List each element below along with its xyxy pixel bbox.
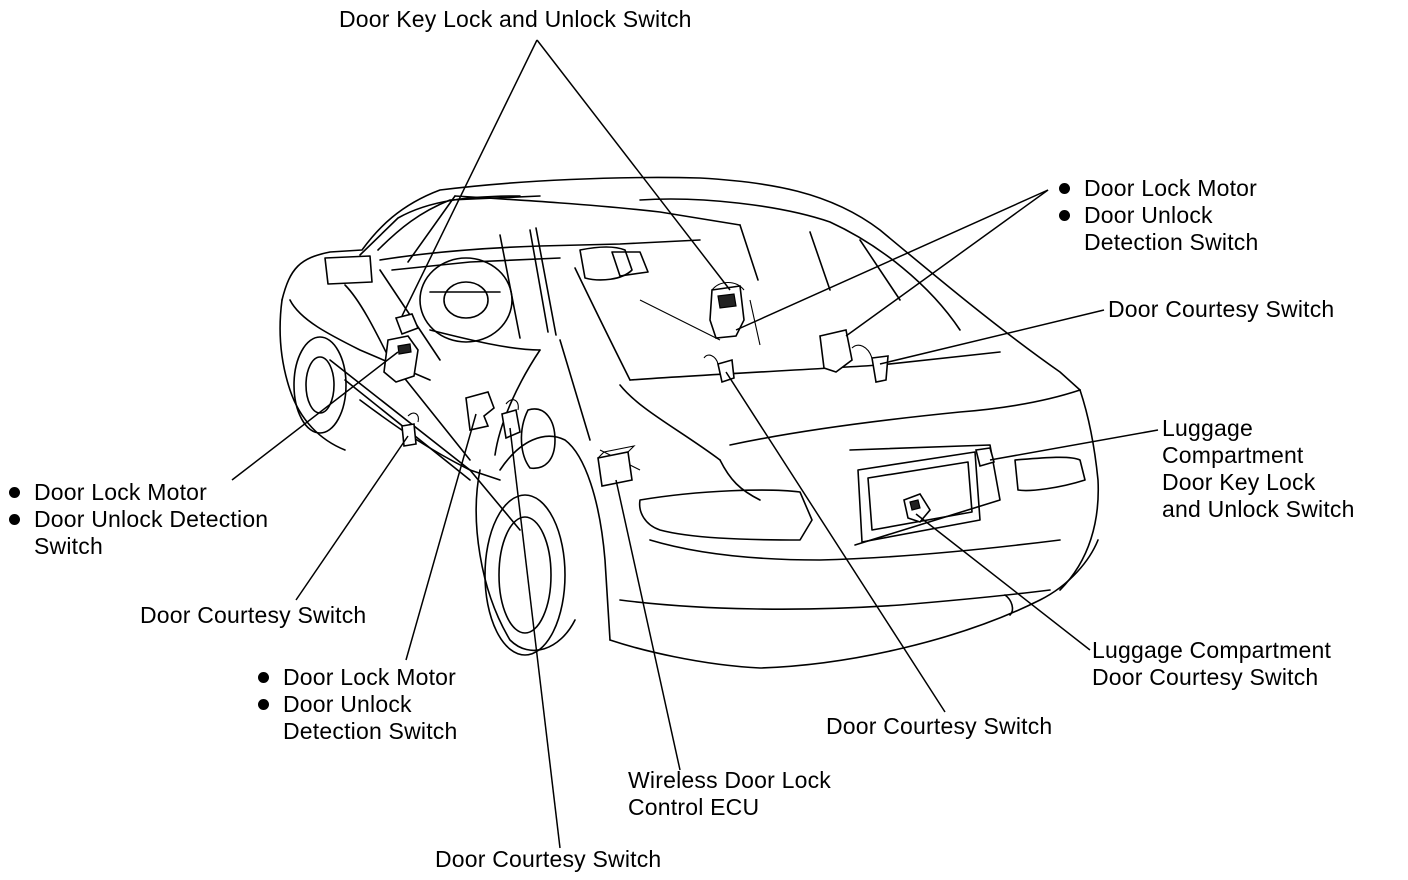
label-text: Door Key Lock and Unlock Switch	[339, 6, 692, 32]
component-parts	[383, 281, 995, 523]
label-text: Door Lock Motor	[1056, 175, 1259, 202]
label-text: Wireless Door Lock	[628, 767, 831, 793]
leader-lines	[231, 39, 1159, 849]
label-text: Control ECU	[628, 794, 760, 820]
label-text: Door Courtesy Switch	[140, 602, 367, 628]
label-door-key-lock-top: Door Key Lock and Unlock Switch	[339, 6, 692, 33]
label-text: Detection Switch	[1084, 229, 1259, 255]
label-text: Door Unlock	[255, 691, 458, 718]
label-text: Luggage Compartment	[1092, 637, 1332, 663]
label-text: and Unlock Switch	[1162, 496, 1355, 522]
right-rear-lock-motor	[709, 285, 745, 339]
label-rear-left-door-lock-motor: Door Lock Motor Door Unlock Detection Sw…	[255, 664, 458, 745]
right-front-courtesy-switch	[717, 358, 735, 384]
rear-left-courtesy-switch	[501, 408, 521, 440]
front-left-key-cylinder	[394, 313, 420, 336]
label-rear-left-courtesy-switch: Door Courtesy Switch	[435, 846, 661, 873]
label-text: Luggage	[1162, 415, 1253, 441]
label-text: Door Lock Motor	[255, 664, 458, 691]
label-text: Compartment	[1162, 442, 1304, 468]
label-luggage-courtesy-switch: Luggage Compartment Door Courtesy Switch	[1092, 637, 1331, 691]
label-text: Door Courtesy Switch	[1108, 296, 1335, 322]
label-rear-right-door-lock-motor: Door Lock Motor Door Unlock Detection Sw…	[1056, 175, 1259, 256]
label-text: Door Courtesy Switch	[435, 846, 662, 872]
label-front-left-door-lock-motor: Door Lock Motor Door Unlock Detection Sw…	[6, 479, 268, 560]
label-text: Detection Switch	[283, 718, 458, 744]
label-text: Door Courtesy Switch	[1092, 664, 1319, 690]
label-wireless-ecu: Wireless Door Lock Control ECU	[628, 767, 831, 821]
right-front-door-lock-motor	[819, 329, 853, 373]
label-luggage-key-lock: Luggage Compartment Door Key Lock and Un…	[1162, 415, 1355, 523]
wireless-ecu-box	[597, 451, 633, 487]
label-text: Door Key Lock	[1162, 469, 1316, 495]
luggage-courtesy-switch	[975, 447, 995, 467]
car-illustration	[279, 176, 1100, 669]
label-text: Door Unlock	[1056, 202, 1259, 229]
label-text: Door Unlock Detection	[6, 506, 268, 533]
label-front-right-courtesy-switch: Door Courtesy Switch	[826, 713, 1052, 740]
label-front-left-courtesy-switch: Door Courtesy Switch	[140, 602, 366, 629]
label-text: Door Lock Motor	[6, 479, 268, 506]
right-courtesy-switch	[871, 355, 889, 383]
label-text: Door Courtesy Switch	[826, 713, 1053, 739]
label-text: Switch	[34, 533, 103, 559]
rear-left-door-lock-motor	[465, 391, 495, 431]
label-rear-right-courtesy-switch: Door Courtesy Switch	[1108, 296, 1334, 323]
